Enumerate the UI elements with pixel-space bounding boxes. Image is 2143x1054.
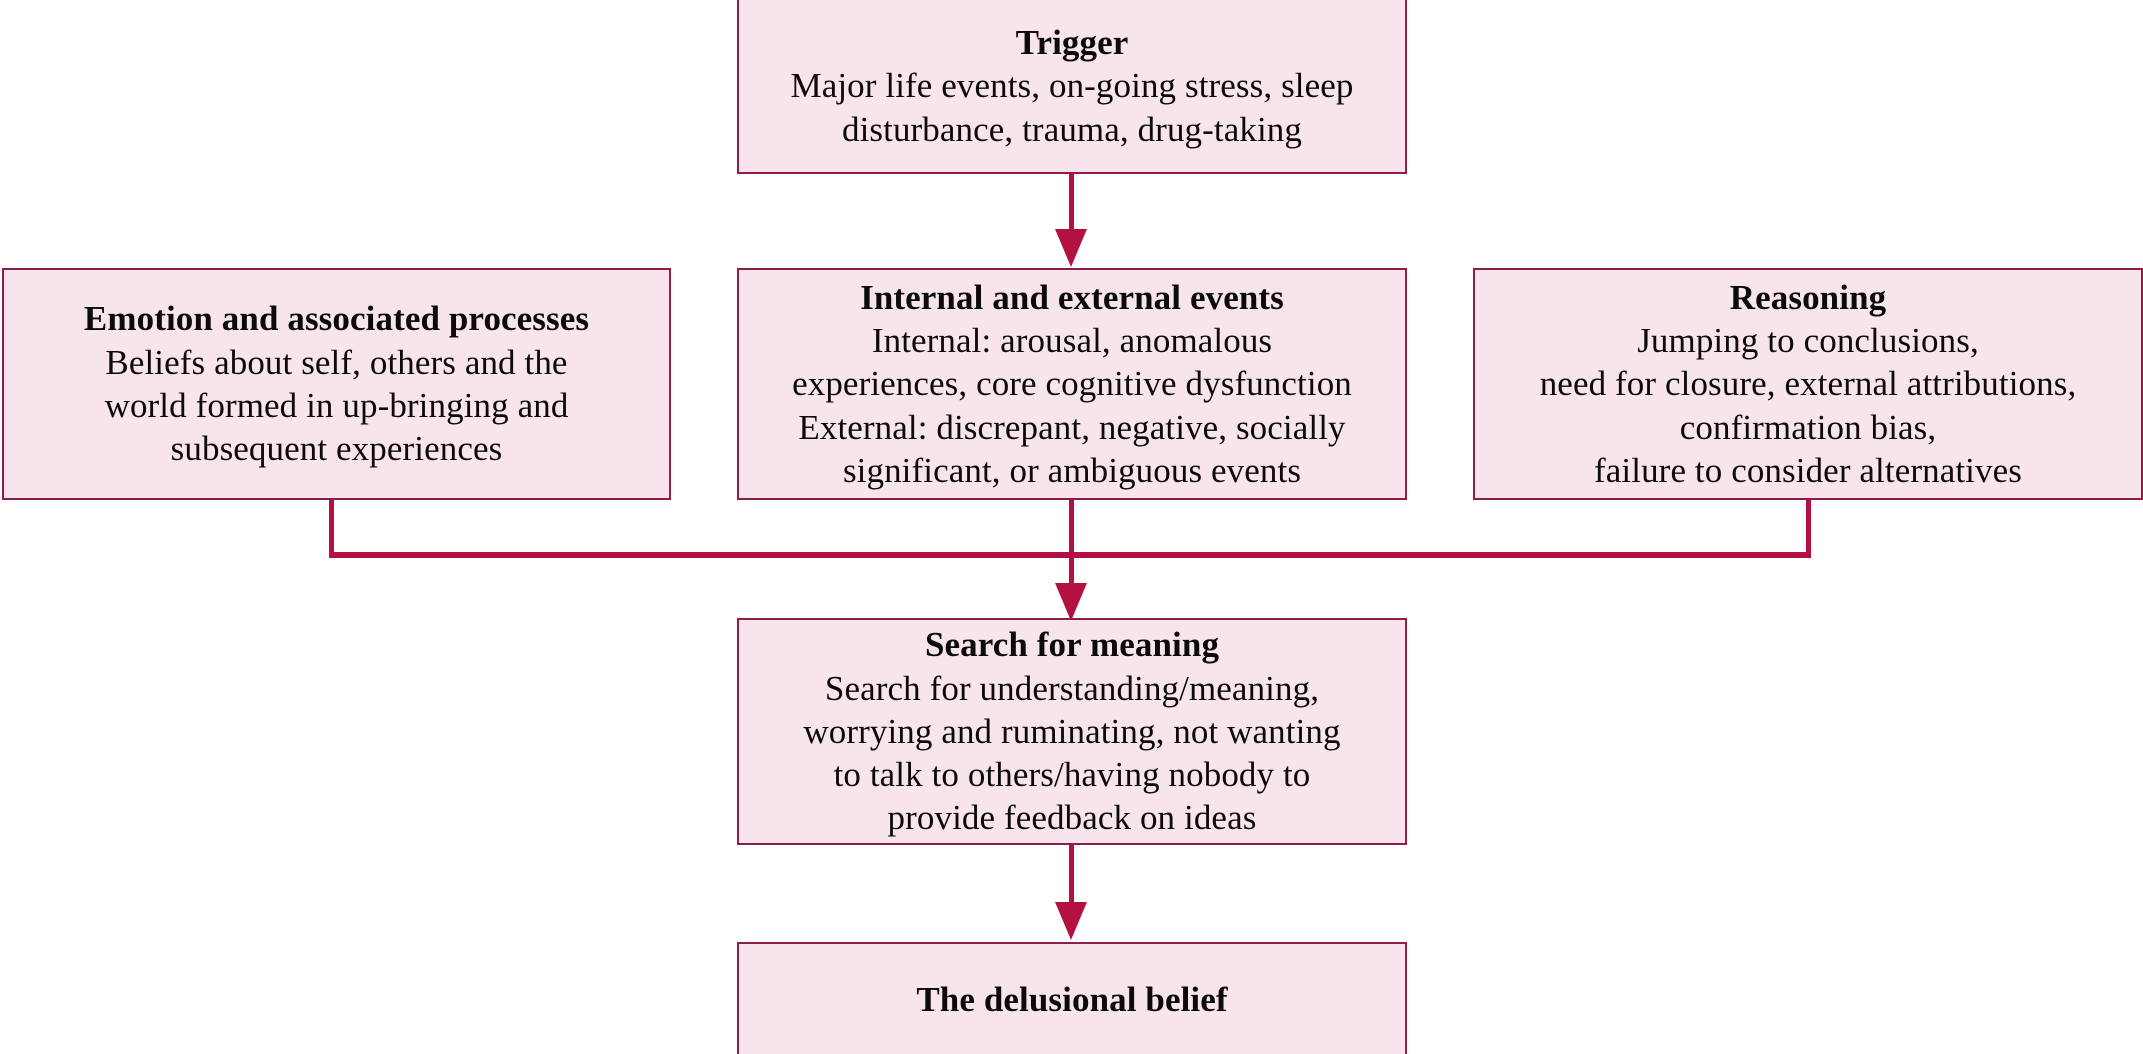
node-events-line-3: External: discrepant, negative, socially <box>798 407 1346 447</box>
node-emotion-line-1: Beliefs about self, others and the <box>105 342 568 382</box>
node-emotion-title: Emotion and associated processes <box>83 299 590 339</box>
node-trigger-line-1: Major life events, on-going stress, slee… <box>790 66 1354 106</box>
node-the-delusional-belief: The delusional belief <box>737 942 1407 1054</box>
node-trigger: Trigger Major life events, on-going stre… <box>737 0 1407 174</box>
arrowhead-trigger-to-events-icon <box>1055 229 1087 267</box>
node-reasoning-body: Jumping to conclusions, need for closure… <box>1540 319 2077 492</box>
node-search-line-2: worrying and ruminating, not wanting <box>803 711 1341 751</box>
node-events-line-2: experiences, core cognitive dysfunction <box>792 364 1352 404</box>
node-search-line-3: to talk to others/having nobody to <box>833 755 1311 795</box>
node-events-title: Internal and external events <box>860 277 1284 317</box>
node-reasoning-line-2: need for closure, external attributions, <box>1539 364 2077 404</box>
node-emotion-line-2: world formed in up-bringing and <box>104 386 569 426</box>
node-search-for-meaning: Search for meaning Search for understand… <box>737 618 1407 845</box>
connector-emotion-drop <box>329 500 334 558</box>
node-emotion-body: Beliefs about self, others and the world… <box>105 341 569 471</box>
node-reasoning-line-3: confirmation bias, <box>1679 407 1937 447</box>
node-search-line-4: provide feedback on ideas <box>887 798 1257 838</box>
node-reasoning: Reasoning Jumping to conclusions, need f… <box>1473 268 2143 500</box>
node-trigger-line-2: disturbance, trauma, drug-taking <box>841 109 1302 149</box>
node-search-title: Search for meaning <box>924 625 1220 665</box>
node-search-body: Search for understanding/meaning, worryi… <box>803 667 1340 840</box>
node-events-line-1: Internal: arousal, anomalous <box>871 321 1273 361</box>
arrowhead-merge-to-search-icon <box>1055 583 1087 621</box>
node-emotion-line-3: subsequent experiences <box>170 429 503 469</box>
node-reasoning-line-4: failure to consider alternatives <box>1594 450 2022 490</box>
node-events-body: Internal: arousal, anomalous experiences… <box>792 319 1352 492</box>
node-reasoning-line-1: Jumping to conclusions, <box>1637 321 1979 361</box>
node-trigger-body: Major life events, on-going stress, slee… <box>790 64 1353 150</box>
node-events-line-4: significant, or ambiguous events <box>842 450 1302 490</box>
node-reasoning-title: Reasoning <box>1729 277 1887 317</box>
connector-search-to-belief <box>1069 845 1074 905</box>
connector-trigger-to-events <box>1069 172 1074 234</box>
node-emotion-and-associated-processes: Emotion and associated processes Beliefs… <box>2 268 671 500</box>
connector-reasoning-drop <box>1806 500 1811 558</box>
node-internal-and-external-events: Internal and external events Internal: a… <box>737 268 1407 500</box>
node-trigger-title: Trigger <box>1015 23 1129 63</box>
node-belief-title: The delusional belief <box>916 980 1228 1020</box>
connector-events-to-search <box>1069 500 1074 588</box>
arrowhead-search-to-belief-icon <box>1055 902 1087 940</box>
node-search-line-1: Search for understanding/meaning, <box>824 668 1320 708</box>
